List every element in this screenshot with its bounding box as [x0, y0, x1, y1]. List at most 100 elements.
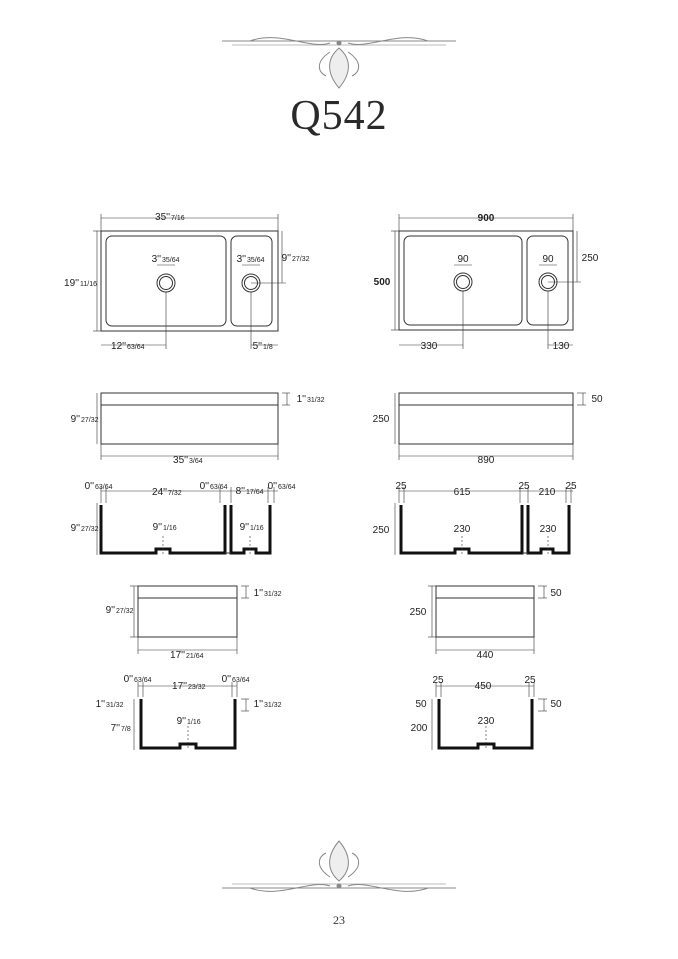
- metric-sidesec-inner-label: 450: [475, 681, 492, 692]
- metric-plan-hole1-label: 90: [457, 254, 469, 265]
- metric-front-height-label: 250: [373, 414, 390, 425]
- imperial-plan-hole1-frac: 35/64: [162, 257, 180, 264]
- metric-section-bowl2-label: 210: [539, 487, 556, 498]
- page-number: 23: [333, 913, 345, 927]
- metric-section-wall2-label: 25: [518, 481, 530, 492]
- metric-front-lip-label: 50: [591, 394, 603, 405]
- bottom-ornament: [222, 840, 456, 892]
- imperial-plan-hole-back-label: 9'': [282, 253, 291, 264]
- imperial-plan-depth-label: 19'': [64, 278, 79, 289]
- imperial-front-view: [96, 392, 290, 460]
- imperial-side-width-label: 17'': [170, 650, 185, 661]
- imperial-front-width-frac: 3/64: [189, 458, 203, 465]
- top-ornament: [222, 37, 456, 89]
- imperial-plan-width-label: 35'': [155, 212, 170, 223]
- imperial-plan-width-frac: 7/16: [171, 215, 185, 222]
- imperial-sidesec-lip-right-label: 1'': [254, 699, 263, 710]
- imperial-front-width-label: 35'': [173, 455, 188, 466]
- imperial-side-height-label: 9'': [106, 605, 115, 616]
- metric-side-width-label: 440: [477, 650, 494, 661]
- metric-sidesec-lip-left-label: 50: [415, 699, 427, 710]
- metric-front-view: [394, 392, 586, 460]
- metric-section-height-label: 250: [373, 525, 390, 536]
- imperial-plan-hole1-left-label: 12'': [111, 341, 126, 352]
- imperial-side-height-frac: 27/32: [116, 608, 134, 615]
- imperial-plan-hole2-label: 3'': [237, 254, 246, 265]
- imperial-section-depth2-label: 9'': [240, 522, 249, 533]
- metric-side-section: [431, 682, 547, 750]
- imperial-front-height-label: 9'': [71, 414, 80, 425]
- imperial-side-lip-label: 1'': [254, 588, 263, 599]
- imperial-section-height-frac: 27/32: [81, 526, 99, 533]
- imperial-section-wall3-label: 0'': [268, 481, 277, 492]
- metric-section-depth1-label: 230: [454, 524, 471, 535]
- imperial-sidesec-lower-label: 7'': [111, 723, 120, 734]
- metric-side-lip-label: 50: [550, 588, 562, 599]
- imperial-sidesec-lip-left-frac: 31/32: [106, 702, 124, 709]
- metric-cross-section: [394, 487, 573, 555]
- imperial-sidesec-depth-label: 9'': [177, 716, 186, 727]
- metric-sidesec-lip-right-label: 50: [550, 699, 562, 710]
- metric-section-bowl1-label: 615: [454, 487, 471, 498]
- metric-front-width-label: 890: [478, 455, 495, 466]
- metric-plan-hole2-right-label: 130: [553, 341, 570, 352]
- metric-plan-hole1-left-label: 330: [421, 341, 438, 352]
- metric-plan-width-label: 900: [478, 213, 495, 224]
- imperial-section-wall3-frac: 63/64: [278, 484, 296, 491]
- imperial-section-wall1-frac: 63/64: [95, 484, 113, 491]
- imperial-side-lip-frac: 31/32: [264, 591, 282, 598]
- imperial-section-wall2-frac: 63/64: [210, 484, 228, 491]
- metric-plan-hole-back-label: 250: [582, 253, 599, 264]
- imperial-front-lip-label: 1'': [297, 394, 306, 405]
- imperial-sidesec-wall-right-frac: 63/64: [232, 677, 250, 684]
- metric-section-depth2-label: 230: [540, 524, 557, 535]
- metric-plan-view: [391, 214, 581, 349]
- imperial-section-wall1-label: 0'': [85, 481, 94, 492]
- imperial-sidesec-wall-left-frac: 63/64: [134, 677, 152, 684]
- imperial-sidesec-lower-frac: 7/8: [121, 726, 131, 733]
- imperial-plan-hole2-right-frac: 1/8: [263, 344, 273, 351]
- metric-section-wall1-label: 25: [395, 481, 407, 492]
- metric-side-height-label: 250: [410, 607, 427, 618]
- imperial-section-depth1-frac: 1/16: [163, 525, 177, 532]
- imperial-sidesec-inner-frac: 23/32: [188, 684, 206, 691]
- metric-sidesec-wall-right-label: 25: [524, 675, 536, 686]
- imperial-section-bowl2-label: 8'': [236, 486, 245, 497]
- imperial-sidesec-depth-frac: 1/16: [187, 719, 201, 726]
- metric-plan-hole2-label: 90: [542, 254, 554, 265]
- metric-section-wall3-label: 25: [565, 481, 577, 492]
- imperial-plan-hole1-left-frac: 63/64: [127, 344, 145, 351]
- imperial-side-section: [133, 682, 249, 750]
- metric-sidesec-lower-label: 200: [411, 723, 428, 734]
- imperial-plan-hole1-label: 3'': [152, 254, 161, 265]
- imperial-front-lip-frac: 31/32: [307, 397, 325, 404]
- imperial-sidesec-lip-left-label: 1'': [96, 699, 105, 710]
- imperial-plan-hole2-right-label: 5'': [253, 341, 262, 352]
- model-title: Q542: [290, 93, 388, 139]
- imperial-front-height-frac: 27/32: [81, 417, 99, 424]
- imperial-side-width-frac: 21/64: [186, 653, 204, 660]
- imperial-side-view: [130, 585, 249, 654]
- imperial-sidesec-wall-right-label: 0'': [222, 674, 231, 685]
- imperial-section-bowl1-frac: 7/32: [168, 490, 182, 497]
- metric-plan-depth-label: 500: [374, 277, 391, 288]
- imperial-plan-view: [93, 214, 286, 349]
- imperial-sidesec-inner-label: 17'': [172, 681, 187, 692]
- imperial-plan-depth-frac: 11/16: [80, 281, 97, 288]
- imperial-section-depth2-frac: 1/16: [250, 525, 264, 532]
- metric-sidesec-depth-label: 230: [478, 716, 495, 727]
- imperial-sidesec-wall-left-label: 0'': [124, 674, 133, 685]
- imperial-section-wall2-label: 0'': [200, 481, 209, 492]
- imperial-cross-section: [96, 487, 278, 555]
- imperial-section-depth1-label: 9'': [153, 522, 162, 533]
- imperial-sidesec-lip-right-frac: 31/32: [264, 702, 282, 709]
- imperial-section-bowl2-frac: 17/64: [246, 489, 264, 496]
- imperial-plan-hole2-frac: 35/64: [247, 257, 265, 264]
- metric-side-view: [428, 585, 547, 654]
- metric-sidesec-wall-left-label: 25: [432, 675, 444, 686]
- imperial-plan-hole-back-frac: 27/32: [292, 256, 310, 263]
- imperial-section-height-label: 9'': [71, 523, 80, 534]
- imperial-section-bowl1-label: 24'': [152, 487, 167, 498]
